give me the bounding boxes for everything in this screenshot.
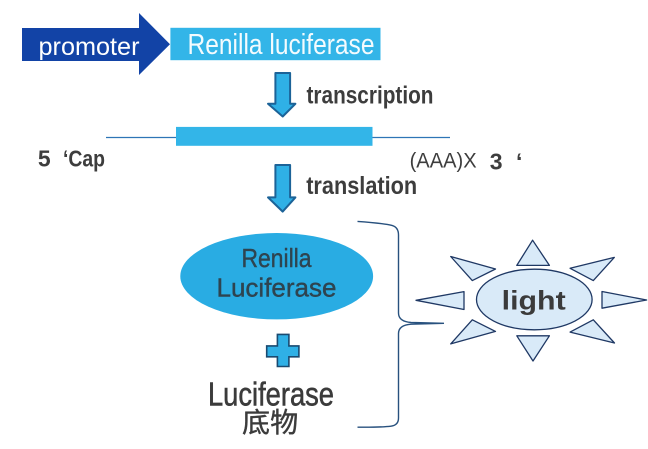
- svg-text:transcription: transcription: [307, 82, 434, 110]
- svg-text:‘: ‘: [516, 149, 522, 175]
- svg-text:Renilla luciferase: Renilla luciferase: [188, 29, 375, 61]
- svg-text:‘Cap: ‘Cap: [63, 145, 105, 171]
- svg-text:3: 3: [490, 149, 503, 175]
- svg-text:translation: translation: [306, 172, 417, 200]
- svg-text:Renilla: Renilla: [242, 243, 312, 273]
- svg-text:light: light: [502, 286, 566, 316]
- svg-text:(AAA)X: (AAA)X: [410, 150, 477, 173]
- svg-text:5: 5: [38, 145, 51, 171]
- svg-text:Luciferase: Luciferase: [217, 273, 337, 303]
- svg-text:Luciferase: Luciferase: [208, 376, 334, 413]
- svg-text:promoter: promoter: [39, 33, 140, 61]
